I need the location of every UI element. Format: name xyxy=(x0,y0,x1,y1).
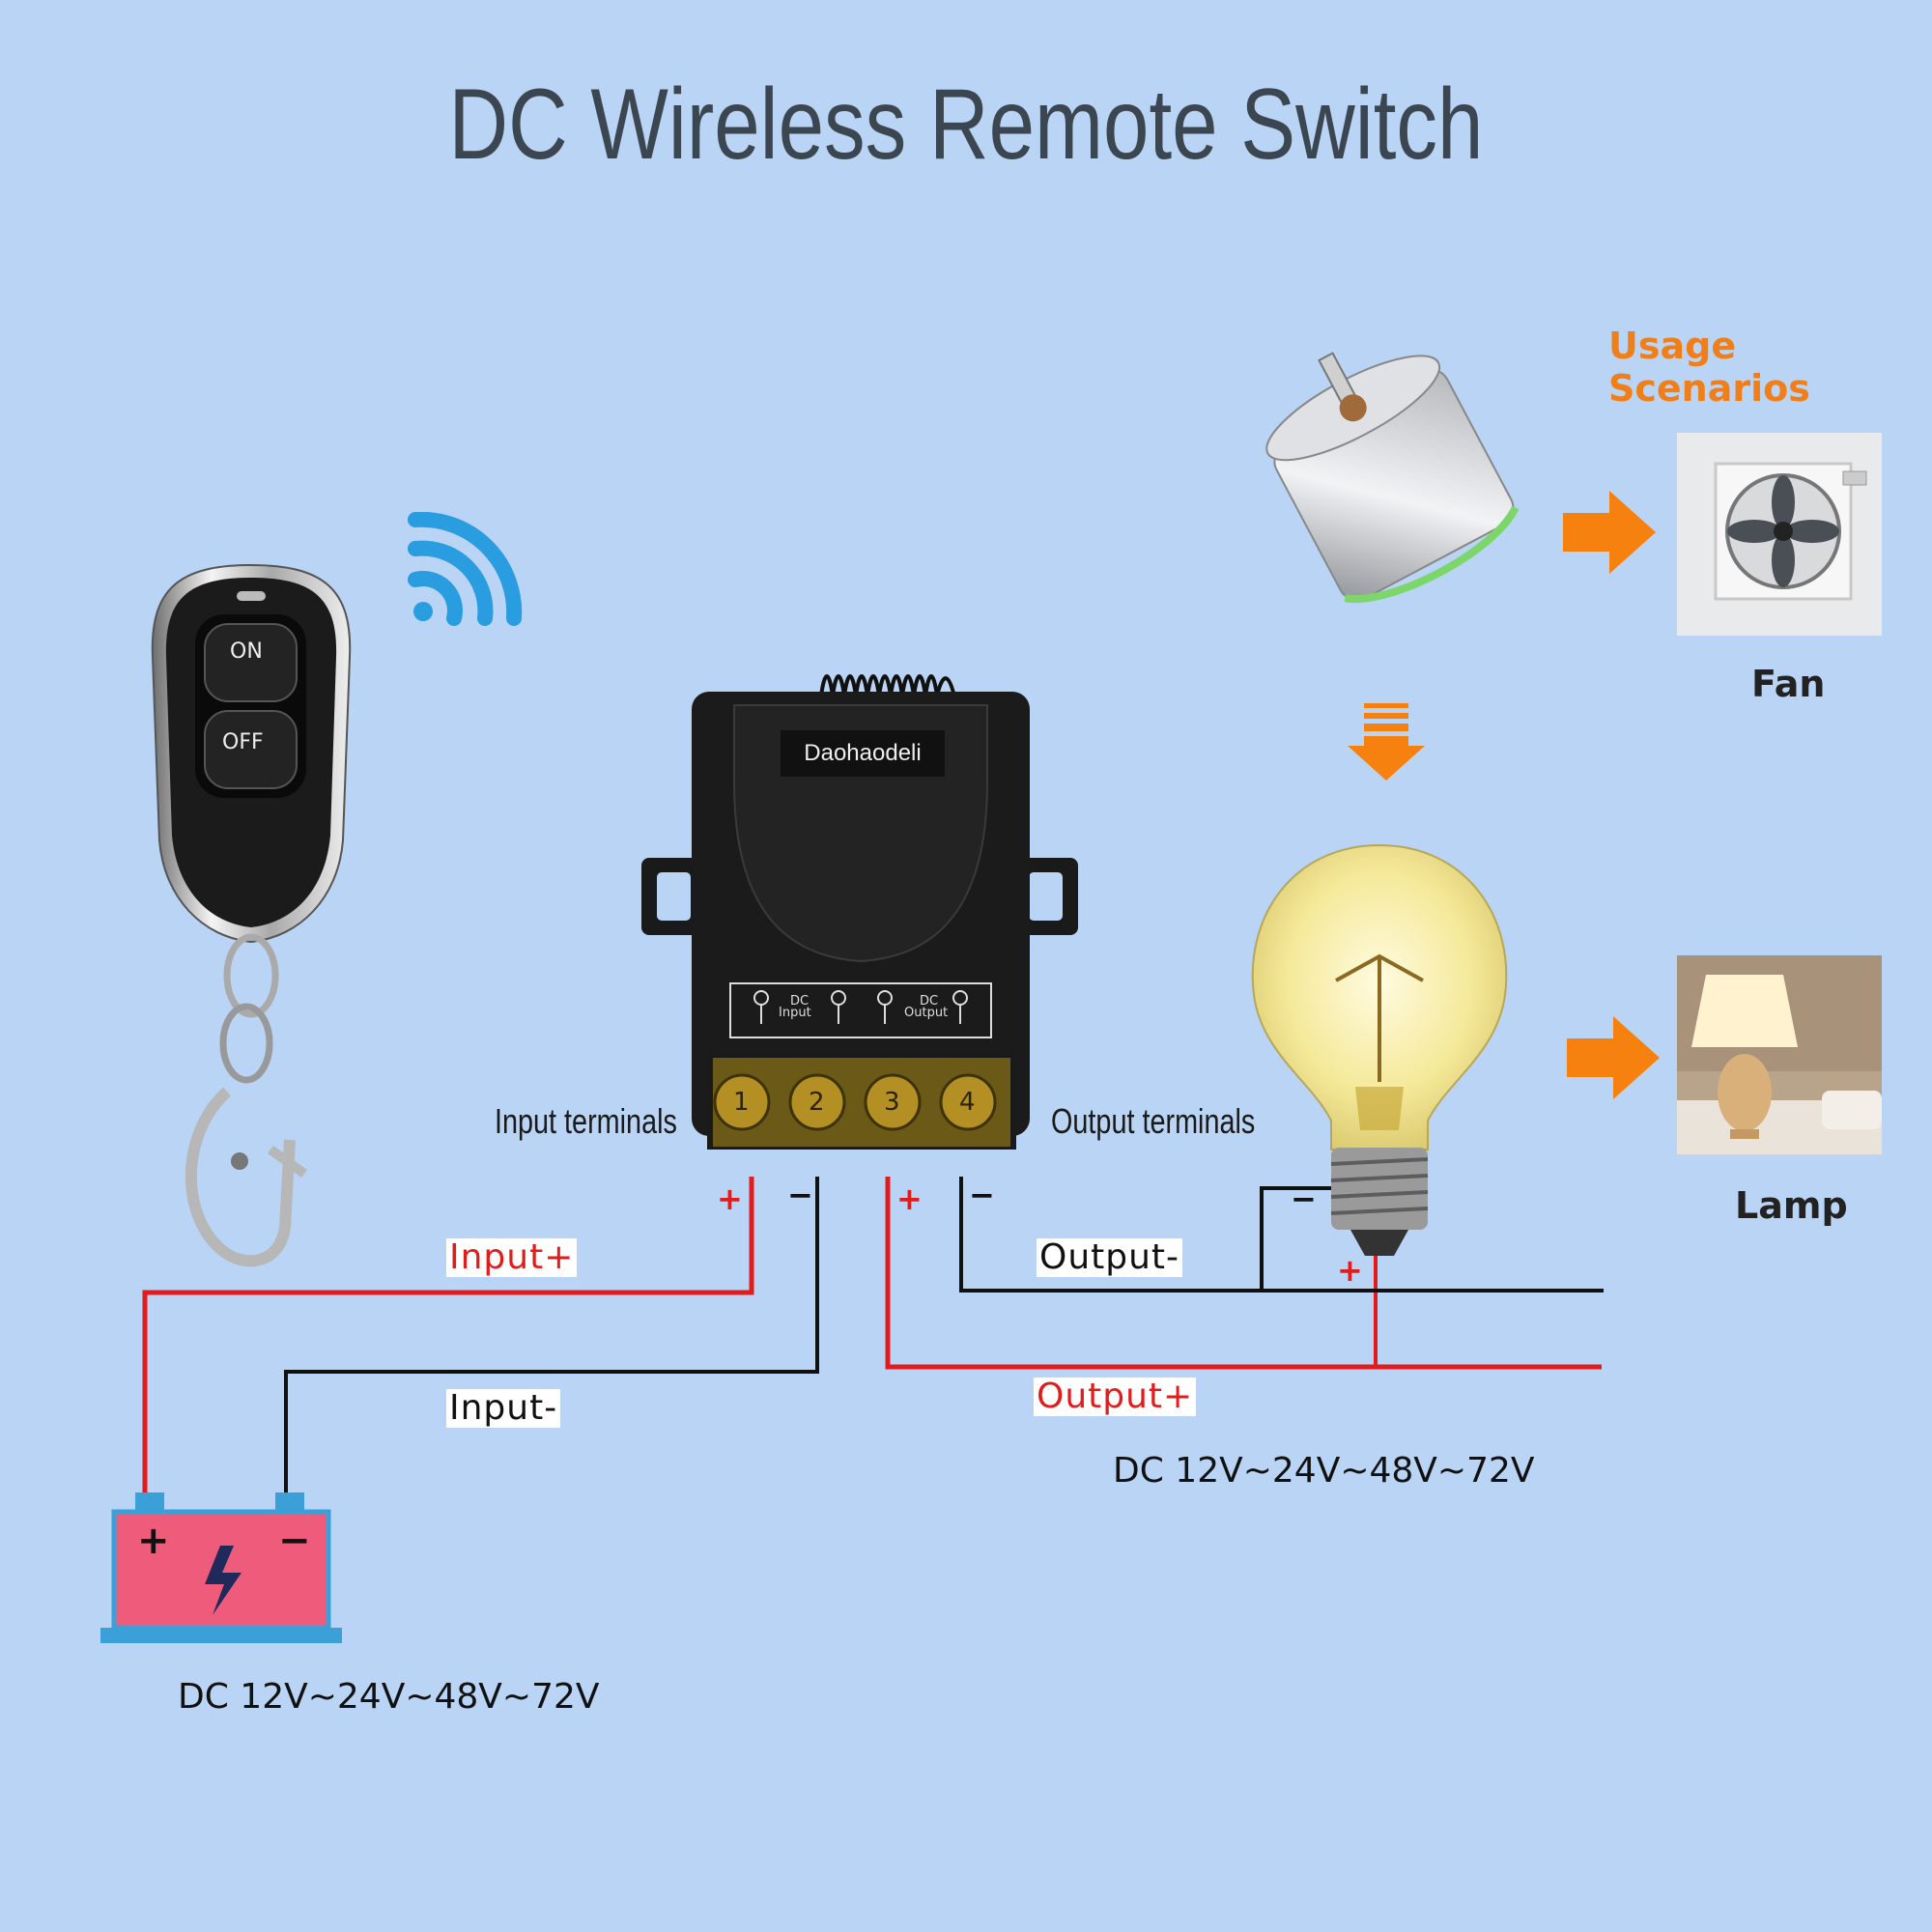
dc-motor-icon xyxy=(1265,352,1520,604)
lamp-thumbnail-icon xyxy=(1677,955,1882,1154)
right-arrow-icon-lamp xyxy=(1567,1016,1660,1099)
receiver-module xyxy=(641,674,1078,1150)
panel-output-label: Output xyxy=(904,1006,949,1020)
battery-icon xyxy=(100,1492,342,1643)
terminal-number-2: 2 xyxy=(809,1088,825,1117)
output-voltage-label: DC 12V~24V~48V~72V xyxy=(1113,1451,1535,1491)
remote-off-button: OFF xyxy=(222,730,264,754)
wire-output-plus xyxy=(885,1177,1602,1370)
terminal-number-3: 3 xyxy=(884,1088,900,1117)
input-voltage-label: DC 12V~24V~48V~72V xyxy=(178,1677,600,1717)
panel-dc-label-1: DC xyxy=(790,994,810,1009)
wire-input-plus xyxy=(142,1177,754,1492)
usage-item-fan: Fan xyxy=(1751,663,1826,705)
bulb-plus-label: + xyxy=(1337,1252,1363,1289)
usage-item-lamp: Lamp xyxy=(1735,1184,1848,1227)
terminal-number-4: 4 xyxy=(959,1088,976,1117)
panel-input-label: Input xyxy=(779,1006,811,1020)
wifi-signal-icon xyxy=(408,512,523,626)
wire-bulb-minus xyxy=(1260,1186,1333,1291)
terminal-plus-output: + xyxy=(896,1180,923,1217)
output-plus-label: Output+ xyxy=(1034,1378,1197,1416)
bulb-minus-label: − xyxy=(1291,1180,1317,1217)
input-plus-label: Input+ xyxy=(446,1238,578,1277)
panel-dc-label-2: DC xyxy=(920,994,939,1009)
wire-input-minus xyxy=(284,1177,819,1492)
terminal-minus-input: − xyxy=(787,1177,813,1213)
terminal-plus-input: + xyxy=(717,1180,743,1217)
antenna-icon xyxy=(819,674,958,706)
output-terminals-label: Output terminals xyxy=(1051,1101,1256,1141)
input-minus-label: Input- xyxy=(446,1389,561,1428)
input-terminals-label: Input terminals xyxy=(495,1101,677,1141)
terminal-number-1: 1 xyxy=(733,1088,750,1117)
down-arrow-icon xyxy=(1348,703,1425,781)
fan-thumbnail-icon xyxy=(1677,433,1882,636)
battery-minus-label: − xyxy=(278,1519,311,1563)
terminal-minus-output: − xyxy=(969,1177,995,1213)
battery-plus-label: + xyxy=(137,1519,170,1563)
remote-on-button: ON xyxy=(230,639,263,664)
right-arrow-icon-fan xyxy=(1563,491,1656,574)
remote-control xyxy=(151,563,352,1267)
receiver-brand-label: Daohaodeli xyxy=(781,730,945,777)
output-minus-label: Output- xyxy=(1037,1238,1183,1277)
usage-scenarios-heading: Usage Scenarios xyxy=(1608,325,1810,410)
light-bulb-icon xyxy=(1251,843,1508,1256)
wire-output-minus xyxy=(959,1177,1604,1293)
page-title: DC Wireless Remote Switch xyxy=(448,69,1484,181)
